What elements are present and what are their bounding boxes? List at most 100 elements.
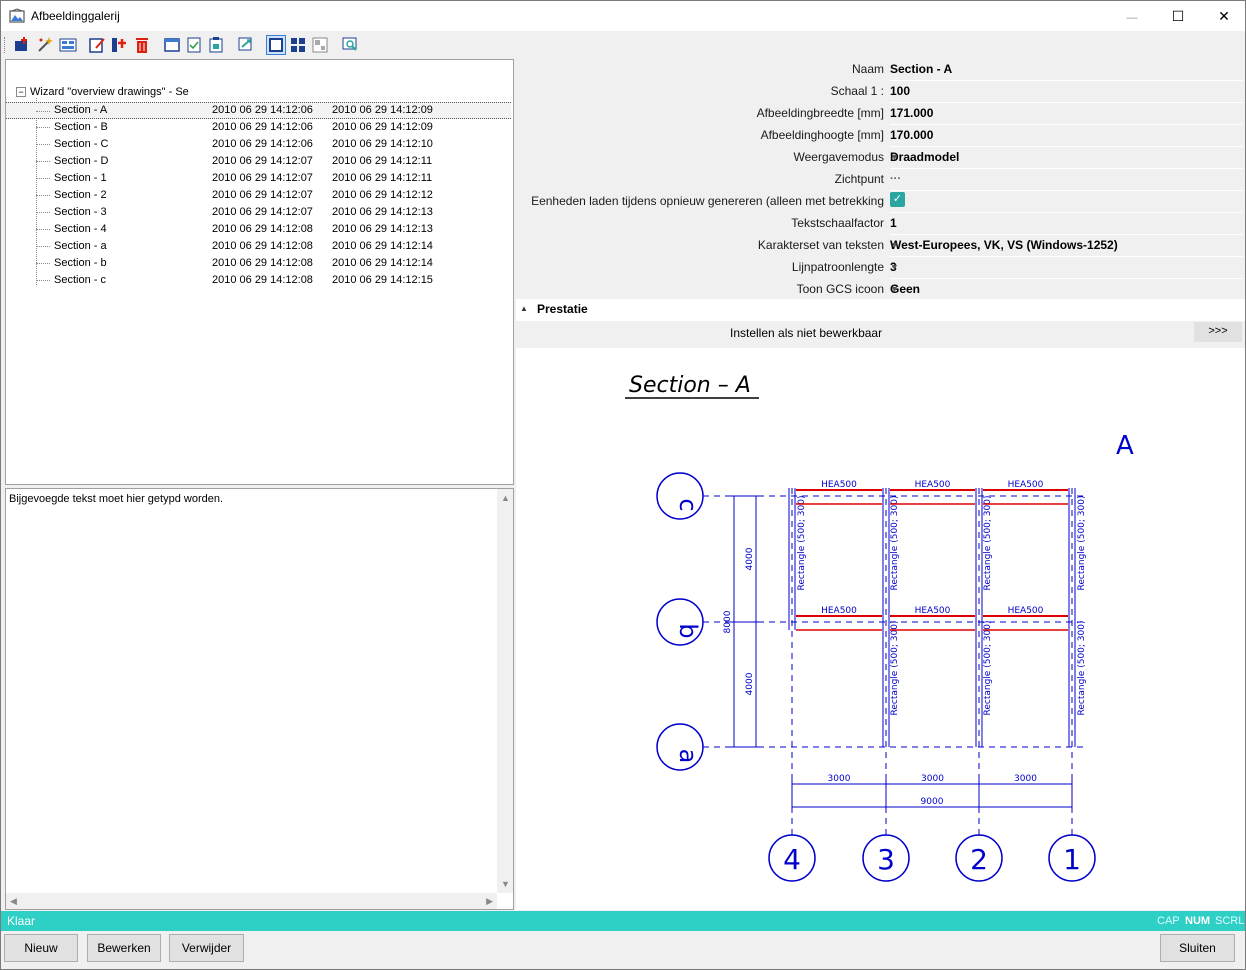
beam-section-label: HEA500 [821, 606, 857, 616]
property-value[interactable]: Draadmodel▼ [890, 147, 1243, 169]
collapse-section-icon[interactable]: ▲ [520, 304, 528, 313]
column-section-label: Rectangle (500; 300) [1077, 496, 1087, 591]
scroll-right-icon[interactable]: ▶ [486, 896, 493, 906]
new-picture-icon[interactable] [13, 36, 31, 54]
close-button[interactable]: Sluiten [1160, 934, 1235, 962]
close-window-button[interactable]: ✕ [1201, 1, 1246, 31]
window-icon[interactable] [163, 36, 181, 54]
scroll-up-icon[interactable]: ▲ [501, 493, 510, 503]
tree-item-modified: 2010 06 29 14:12:09 [332, 121, 433, 133]
delete-icon[interactable] [133, 36, 151, 54]
title-bar: Afbeeldinggalerij — ☐ ✕ [1, 1, 1245, 31]
scroll-down-icon[interactable]: ▼ [501, 879, 510, 889]
action-row: Instellen als niet bewerkbaar >>> [516, 321, 1245, 345]
tree-connector [36, 127, 50, 128]
property-value[interactable]: West-Europees, VK, VS (Windows-1252)▼ [890, 235, 1243, 257]
tree-item-modified: 2010 06 29 14:12:11 [332, 172, 433, 184]
minimize-button[interactable]: — [1109, 1, 1155, 31]
collapse-icon[interactable]: − [16, 87, 26, 98]
property-value[interactable]: ✓ [890, 191, 1243, 213]
gallery-icon[interactable] [59, 36, 77, 54]
tree-connector [36, 161, 50, 162]
paste-icon[interactable] [207, 36, 225, 54]
ellipsis-button[interactable]: ··· [890, 173, 901, 185]
notes-textarea[interactable]: Bijgevoegde tekst moet hier getypd worde… [5, 488, 514, 910]
property-row: Eenheden laden tijdens opnieuw genereren… [516, 191, 1245, 213]
tree-item-created: 2010 06 29 14:12:06 [212, 104, 313, 116]
tree-item-created: 2010 06 29 14:12:08 [212, 240, 313, 252]
edit-button[interactable]: Bewerken [87, 934, 161, 962]
property-row: Zichtpunt··· [516, 169, 1245, 191]
property-value[interactable]: 1 [890, 213, 1243, 235]
property-value[interactable]: 170.000 [890, 125, 1243, 147]
tree-root-label: Wizard "overview drawings" - Se [30, 86, 189, 98]
chevron-down-icon[interactable]: ▼ [890, 262, 899, 272]
checkbox-checked-icon[interactable]: ✓ [890, 192, 905, 207]
chevron-down-icon[interactable]: ▼ [890, 284, 899, 294]
property-value[interactable]: Geen▼ [890, 279, 1243, 301]
tree-connector [36, 98, 37, 285]
window-title: Afbeeldinggalerij [31, 9, 120, 23]
tree-item-created: 2010 06 29 14:12:07 [212, 206, 313, 218]
insert-icon[interactable] [110, 36, 128, 54]
view-split-icon[interactable] [311, 36, 329, 54]
tree-connector [36, 212, 50, 213]
chevron-down-icon[interactable]: ▼ [890, 240, 899, 250]
tree-connector [36, 280, 50, 281]
tree-item-name: Section - A [54, 104, 108, 116]
column-section-label: Rectangle (500; 300) [797, 496, 807, 591]
action-button[interactable]: >>> [1194, 322, 1242, 342]
new-button[interactable]: Nieuw [4, 934, 78, 962]
drawing-title: Section – A [629, 373, 751, 398]
tree-item[interactable]: Section - 1 2010 06 29 14:12:07 2010 06 29… [6, 170, 511, 187]
button-bar: Nieuw Bewerken Verwijder Sluiten [1, 931, 1245, 969]
view-grid-icon[interactable] [289, 36, 307, 54]
notes-vertical-scrollbar[interactable]: ▲ ▼ [497, 489, 513, 893]
beam-section-label: HEA500 [915, 480, 951, 490]
export-icon[interactable] [237, 36, 255, 54]
beam-section-label: HEA500 [821, 480, 857, 490]
edit-icon[interactable] [88, 36, 106, 54]
notes-horizontal-scrollbar[interactable]: ◀ ▶ [6, 893, 497, 909]
property-value[interactable]: 3▼ [890, 257, 1243, 279]
checklist-icon[interactable] [185, 36, 203, 54]
tree-item-modified: 2010 06 29 14:12:13 [332, 223, 433, 235]
tree-connector [36, 229, 50, 230]
property-label: Eenheden laden tijdens opnieuw genereren… [531, 194, 884, 208]
property-label: Schaal 1 : [830, 84, 884, 98]
property-value[interactable]: ··· [890, 169, 1243, 191]
delete-button[interactable]: Verwijder [169, 934, 244, 962]
num-indicator: NUM [1185, 915, 1211, 927]
tree-item-created: 2010 06 29 14:12:07 [212, 172, 313, 184]
tree-connector [36, 195, 50, 196]
beam-section-label: HEA500 [1008, 480, 1044, 490]
column-axis-label: 4 [783, 843, 801, 876]
tree-item-name: Section - 1 [54, 172, 107, 184]
zoom-icon[interactable] [341, 36, 359, 54]
wizard-icon[interactable] [36, 36, 54, 54]
scroll-left-icon[interactable]: ◀ [10, 896, 17, 906]
toolbar-grip[interactable] [4, 37, 8, 53]
notes-text[interactable]: Bijgevoegde tekst moet hier getypd worde… [9, 493, 224, 505]
view-single-icon[interactable] [266, 35, 286, 55]
property-value-text: Section - A [890, 62, 953, 76]
section-prestatie[interactable]: ▲ Prestatie [516, 299, 1245, 321]
chevron-down-icon[interactable]: ▼ [890, 152, 899, 162]
maximize-button[interactable]: ☐ [1155, 1, 1201, 31]
property-value[interactable]: 171.000 [890, 103, 1243, 125]
property-value[interactable]: 100 [890, 81, 1243, 103]
tree-root[interactable]: −Wizard "overview drawings" - Se [16, 86, 189, 98]
property-value[interactable]: Section - A [890, 59, 1243, 81]
